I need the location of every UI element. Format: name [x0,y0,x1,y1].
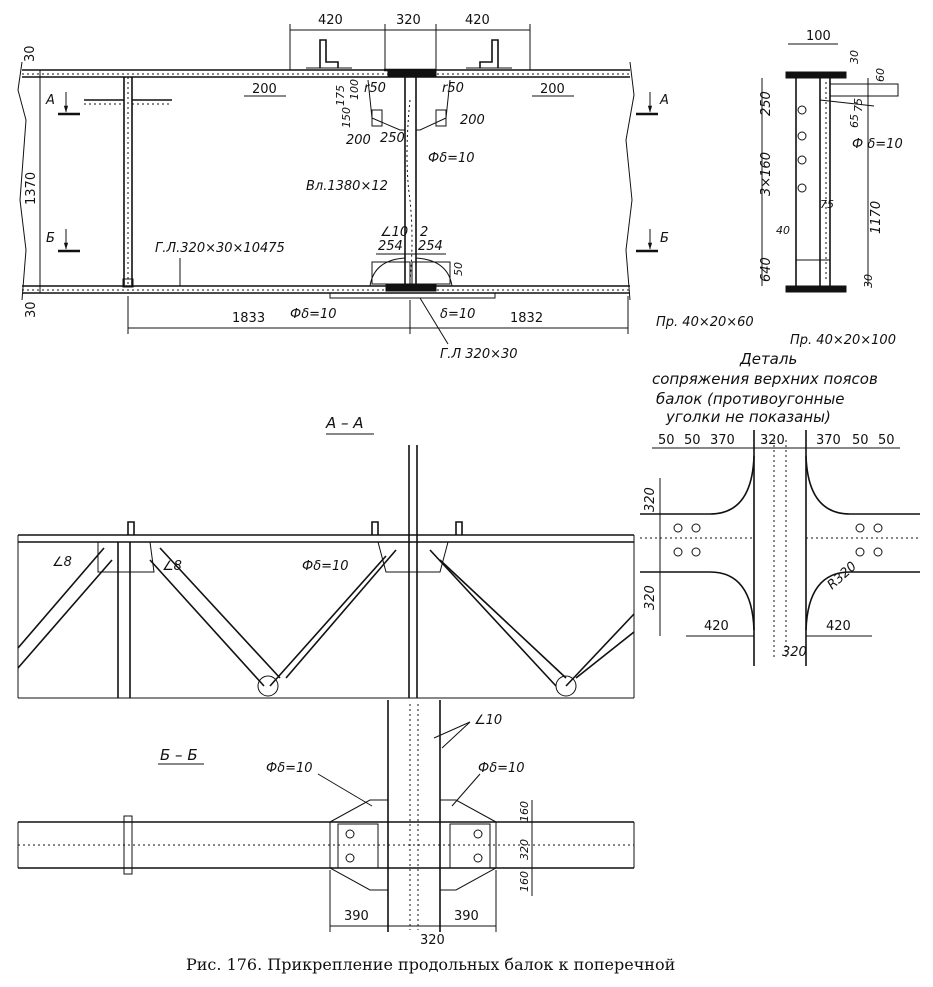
svg-text:100: 100 [348,79,361,100]
svg-text:3×160: 3×160 [759,152,774,196]
angle-label-left-2: ∠8 [162,559,182,574]
svg-text:А: А [659,93,669,108]
svg-text:250: 250 [380,131,405,146]
svg-text:320: 320 [782,645,807,660]
bb-gusset-label-left: Фδ=10 [266,761,313,776]
svg-text:∠10: ∠10 [380,225,408,240]
detail-title-4: уголки не показаны) [665,408,831,426]
svg-text:r50: r50 [364,81,386,96]
dim-1832: 1832 [510,311,543,326]
svg-text:50: 50 [852,433,869,448]
svg-text:200: 200 [460,113,485,128]
bb-angle-label: ∠10 [474,713,502,728]
aa-gusset-label: Фδ=10 [302,559,349,574]
svg-text:200: 200 [540,82,565,97]
svg-text:30: 30 [23,45,38,62]
section-bb-title: Б – Б [160,746,198,764]
flange-label: Г.Л.320×30×10475 [155,241,285,256]
svg-text:160: 160 [518,801,531,822]
elevation-view: А А Б Б 420 320 420 30 1370 30 [17,13,669,362]
svg-text:420: 420 [826,619,851,634]
section-marker-b-right: Б [636,229,669,253]
svg-text:30: 30 [862,274,875,288]
svg-text:254: 254 [378,239,403,254]
svg-text:2: 2 [420,225,428,240]
web-plate-label: Вл.1380×12 [306,179,388,194]
svg-text:370: 370 [816,433,841,448]
svg-text:60: 60 [874,68,887,82]
section-marker-a-left: А [45,92,80,116]
side-view: 100 30 60 250 75 65 Ф δ=10 3×160 1170 75… [656,29,903,348]
svg-text:Б: Б [46,231,55,246]
svg-text:320: 320 [420,933,445,948]
svg-text:320: 320 [643,487,658,512]
svg-text:А: А [45,93,55,108]
svg-text:390: 390 [344,909,369,924]
svg-text:254: 254 [418,239,443,254]
svg-text:75: 75 [820,198,834,211]
bottom-flange-label: Г.Л 320×30 [440,347,518,362]
svg-text:50: 50 [878,433,895,448]
svg-text:320: 320 [760,433,785,448]
svg-text:370: 370 [710,433,735,448]
dim-320: 320 [396,13,421,28]
svg-text:390: 390 [454,909,479,924]
svg-text:250: 250 [759,91,774,116]
svg-text:420: 420 [704,619,729,634]
section-marker-b-left: Б [46,229,80,253]
svg-text:100: 100 [806,29,831,44]
dim-420-right: 420 [465,13,490,28]
dim-420-left: 420 [318,13,343,28]
section-aa: А – А ∠8 ∠8 Фδ=10 [17,414,635,699]
side-gusset-label: Ф δ=10 [852,137,903,152]
svg-text:160: 160 [518,871,531,892]
svg-text:65: 65 [848,114,861,128]
svg-text:30: 30 [848,50,861,64]
section-marker-a-right: А [636,92,669,116]
svg-text:320: 320 [643,585,658,610]
dim-1170: 1170 [869,201,884,234]
svg-text:50: 50 [658,433,675,448]
gusset-label-bottom: Фδ=10 [290,307,337,322]
detail-title-3: балок (противоугонные [656,390,845,408]
section-aa-title: А – А [325,414,364,432]
angle-label-left-1: ∠8 [52,555,72,570]
bb-gusset-label-right: Фδ=10 [478,761,525,776]
svg-text:R320: R320 [825,559,860,593]
dim-1370: 1370 [24,172,39,205]
detail-title-2: сопряжения верхних поясов [652,370,878,388]
dim-1833: 1833 [232,311,265,326]
svg-text:50: 50 [452,262,465,276]
svg-text:200: 200 [346,133,371,148]
section-bb: Б – Б ∠10 Фδ=10 Фδ=10 160 320 160 [17,700,635,948]
svg-text:320: 320 [518,839,531,860]
pr-label-left: Пр. 40×20×60 [656,315,754,330]
detail-title-1: Деталь [739,350,797,368]
svg-text:40: 40 [776,224,790,237]
pr-label-right: Пр. 40×20×100 [790,333,896,348]
svg-text:75: 75 [852,98,865,112]
svg-text:30: 30 [24,301,39,318]
svg-text:Б: Б [660,231,669,246]
svg-text:150: 150 [340,107,353,128]
svg-text:175: 175 [334,85,347,106]
detail-view: Деталь сопряжения верхних поясов балок (… [640,350,920,666]
svg-text:50: 50 [684,433,701,448]
figure-caption: Рис. 176. Прикрепление продольных балок … [186,955,675,974]
svg-text:640: 640 [759,257,774,282]
svg-text:δ=10: δ=10 [440,307,475,322]
svg-text:r50: r50 [442,81,464,96]
gusset-label-top: Фδ=10 [428,151,475,166]
svg-text:200: 200 [252,82,277,97]
